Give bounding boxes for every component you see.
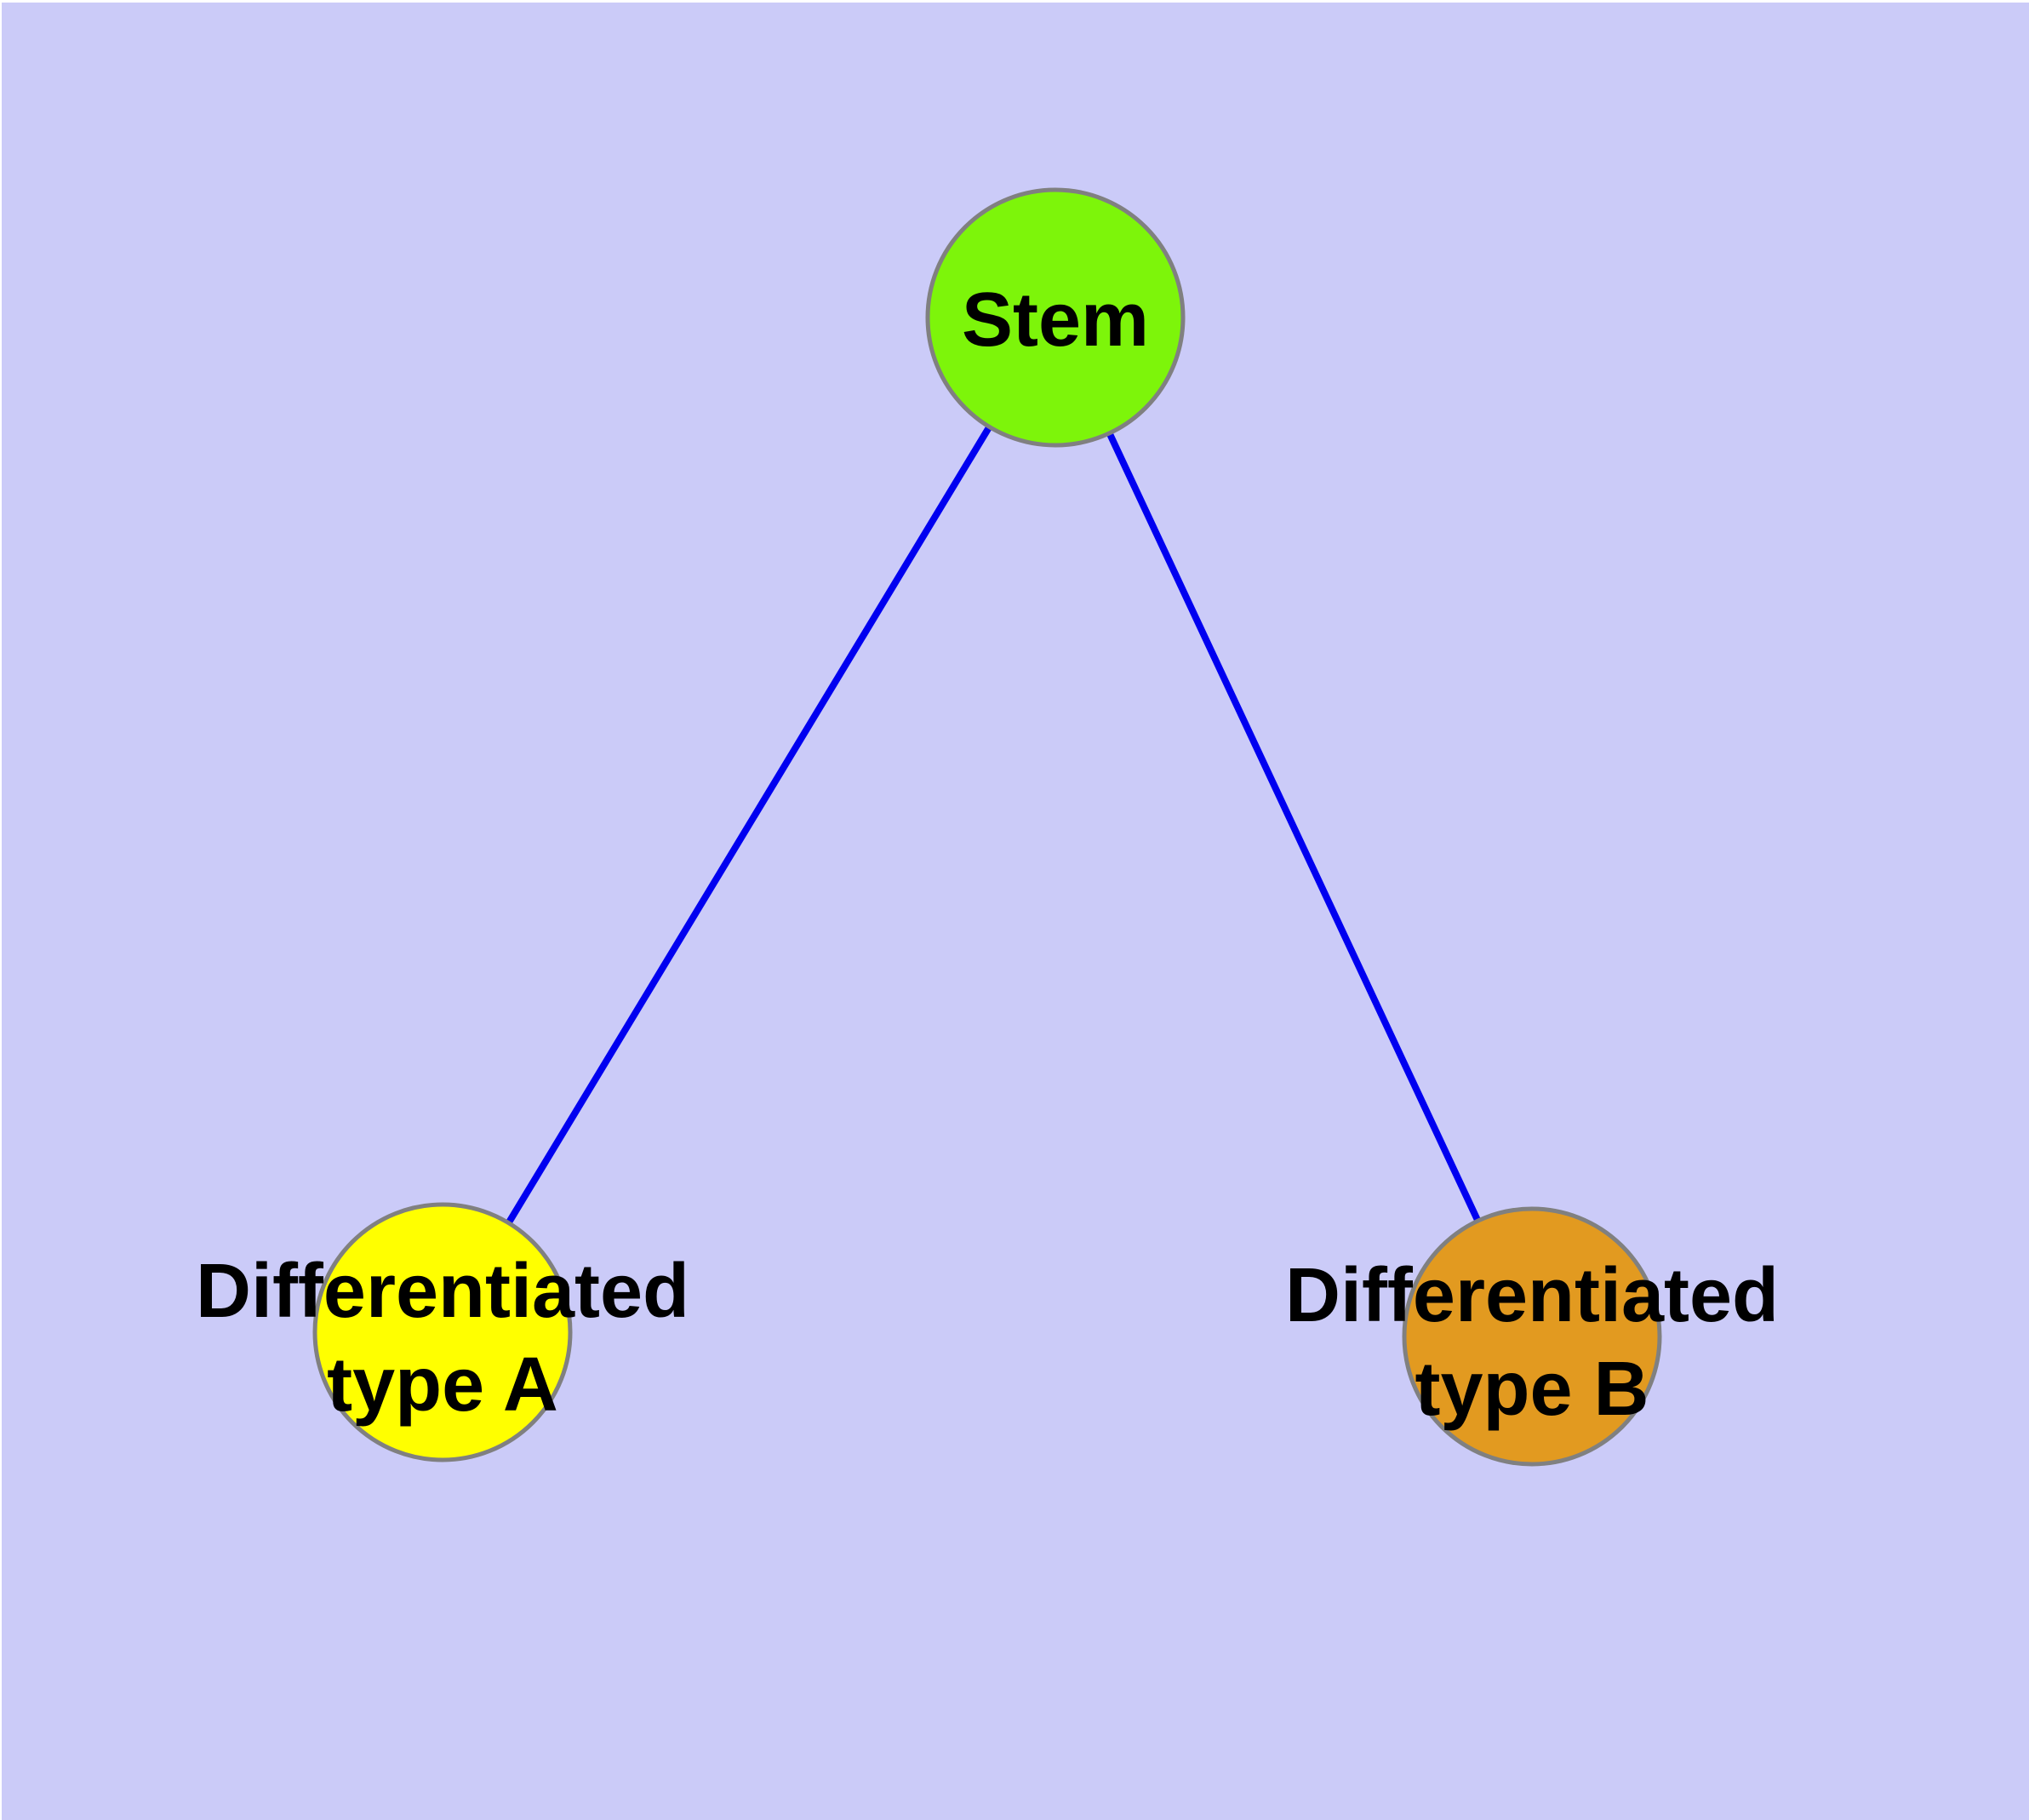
- type-a-node-label-line1: Differentiated: [196, 1249, 689, 1334]
- node-type-b: Differentiated type B: [1285, 1206, 1779, 1467]
- edge-stem-to-type-a: [439, 314, 1059, 1336]
- node-stem: Stem: [925, 187, 1186, 448]
- edge-stem-to-type-b: [1052, 314, 1535, 1340]
- type-a-node-label-line2: type A: [327, 1342, 558, 1428]
- type-b-node-label-line1: Differentiated: [1285, 1253, 1779, 1338]
- stem-node-circle: [925, 187, 1186, 448]
- stem-node-label: Stem: [962, 278, 1149, 363]
- edge-group: [439, 314, 1535, 1340]
- node-type-a: Differentiated type A: [196, 1202, 689, 1462]
- type-b-node-circle: [1402, 1206, 1662, 1467]
- type-b-node-label-line2: type B: [1415, 1347, 1649, 1432]
- type-a-node-circle: [312, 1202, 573, 1462]
